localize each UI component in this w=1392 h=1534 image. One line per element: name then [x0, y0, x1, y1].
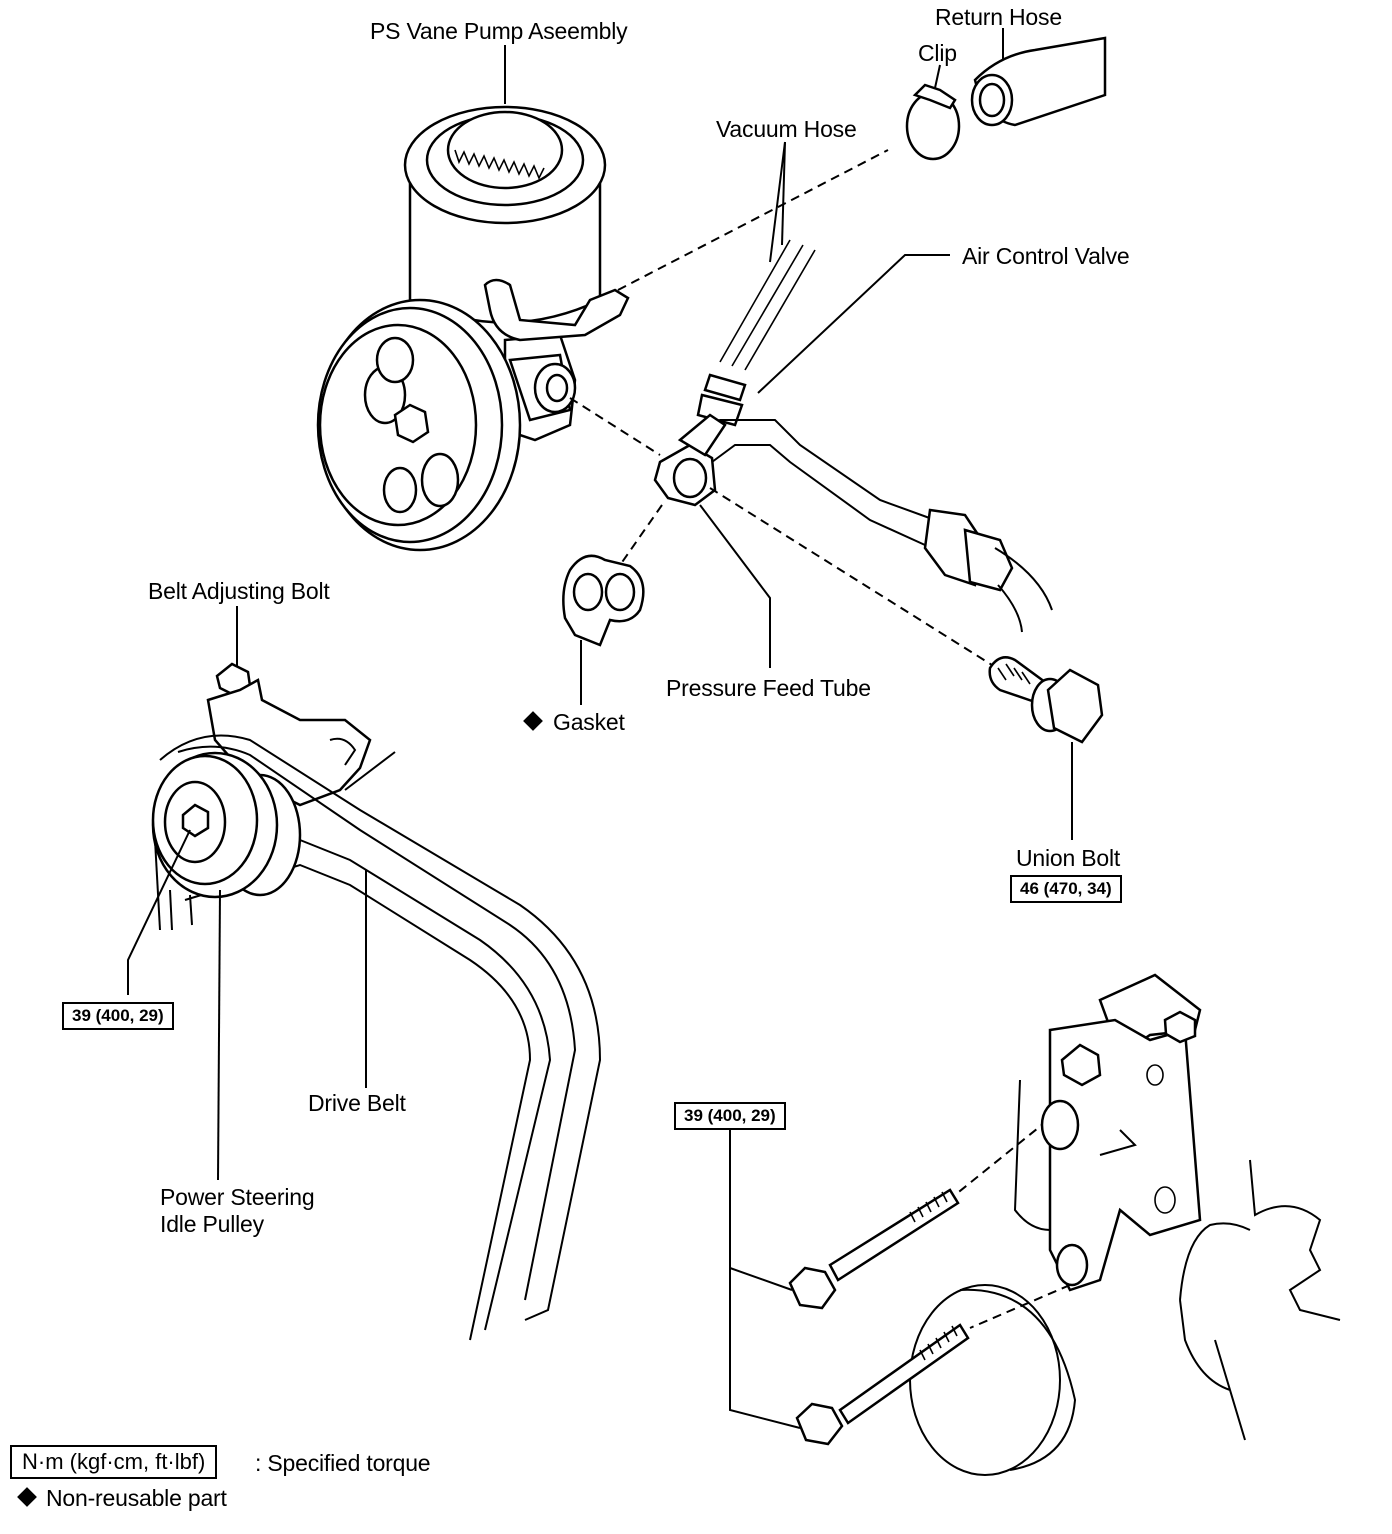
label-union-bolt: Union Bolt — [1016, 845, 1121, 871]
torque-bracket-bolts: 39 (400, 29) — [674, 1102, 786, 1130]
union-bolt — [988, 656, 1104, 840]
label-pressure-feed-tube: Pressure Feed Tube — [666, 675, 871, 701]
air-control-valve — [696, 254, 950, 427]
torque-union-bolt: 46 (470, 34) — [1010, 875, 1122, 903]
legend-nonreusable: Non-reusable part — [46, 1485, 227, 1511]
label-gasket: Gasket — [553, 709, 625, 735]
label-drive-belt: Drive Belt — [308, 1090, 406, 1116]
pump-bracket-assembly — [729, 973, 1341, 1476]
gasket — [562, 554, 645, 705]
label-return-hose: Return Hose — [935, 4, 1062, 30]
assembly-guide-lines — [569, 149, 1071, 1329]
label-air-control-valve: Air Control Valve — [962, 243, 1130, 269]
vacuum-hose — [719, 141, 816, 371]
label-power-steering-idle-pulley-2: Idle Pulley — [160, 1211, 264, 1237]
torque-idle-pulley: 39 (400, 29) — [62, 1002, 174, 1030]
label-vacuum-hose: Vacuum Hose — [716, 116, 857, 142]
label-clip: Clip — [918, 40, 957, 66]
pressure-feed-tube — [653, 413, 1053, 668]
legend-torque-units: N·m (kgf·cm, ft·lbf) — [10, 1445, 218, 1479]
ps-vane-pump-assembly — [316, 45, 630, 552]
legend-torque-desc: : Specified torque — [255, 1450, 431, 1476]
drive-belt — [159, 734, 602, 1341]
power-steering-idle-pulley — [127, 751, 302, 1181]
label-power-steering-idle-pulley-1: Power Steering — [160, 1184, 315, 1210]
clip — [905, 64, 961, 161]
label-ps-vane-pump-assembly: PS Vane Pump Aseembly — [370, 18, 628, 44]
return-hose — [970, 28, 1107, 127]
label-belt-adjusting-bolt: Belt Adjusting Bolt — [148, 578, 330, 604]
